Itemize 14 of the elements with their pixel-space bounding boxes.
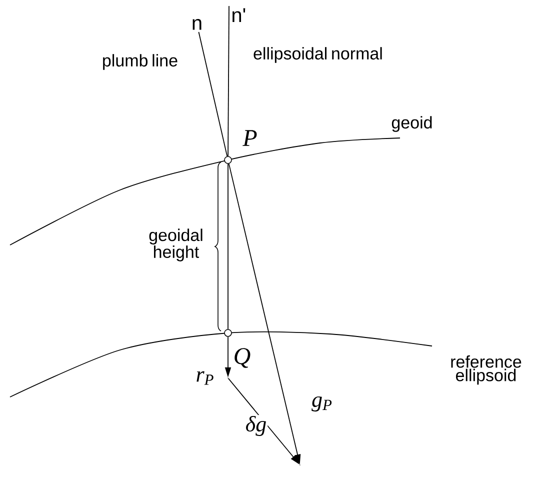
text-label: ellipsoidal normal (254, 47, 382, 63)
point-marker (224, 329, 232, 337)
point-label: Q (234, 348, 250, 368)
text-label: reference ellipsoid (451, 355, 522, 385)
axis-label: n' (232, 8, 246, 22)
text-label: geoid (392, 116, 432, 132)
edge-label: δg (244, 414, 268, 438)
edge-label: g$_{P}$ (310, 395, 334, 412)
text-label: geoidal height (149, 228, 202, 262)
axis-label: n (192, 19, 202, 30)
point-marker (224, 156, 232, 164)
edge-label: r$_{P}$ (194, 370, 216, 386)
text-label: plumb line (103, 54, 178, 70)
point-label: P (242, 130, 257, 146)
